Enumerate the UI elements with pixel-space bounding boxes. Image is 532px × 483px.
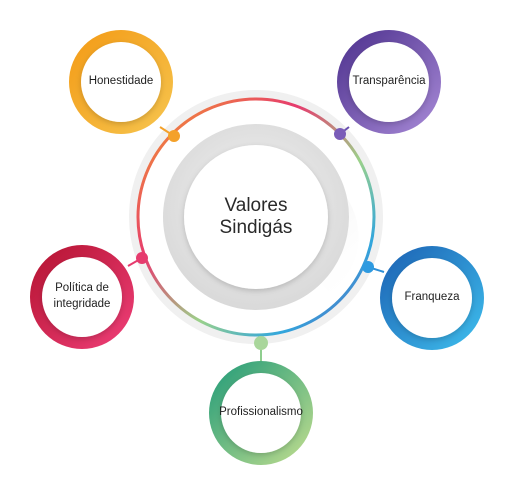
node-transparencia-core (349, 42, 429, 122)
dot-honestidade (168, 130, 180, 142)
node-franqueza (380, 246, 484, 350)
dot-franqueza (362, 261, 374, 273)
node-honestidade-core (81, 42, 161, 122)
node-franqueza-core (392, 258, 472, 338)
center-inner-disc (184, 145, 328, 289)
orbit-ring (136, 97, 376, 337)
dot-transparencia (334, 128, 346, 140)
node-profissionalismo-core (221, 373, 301, 453)
node-politica (30, 245, 134, 349)
node-profissionalismo (209, 361, 313, 465)
node-politica-core (42, 257, 122, 337)
connectors (127, 126, 385, 365)
dot-profissionalismo (254, 336, 268, 350)
dot-politica (136, 252, 148, 264)
node-transparencia (337, 30, 441, 134)
node-honestidade (69, 30, 173, 134)
